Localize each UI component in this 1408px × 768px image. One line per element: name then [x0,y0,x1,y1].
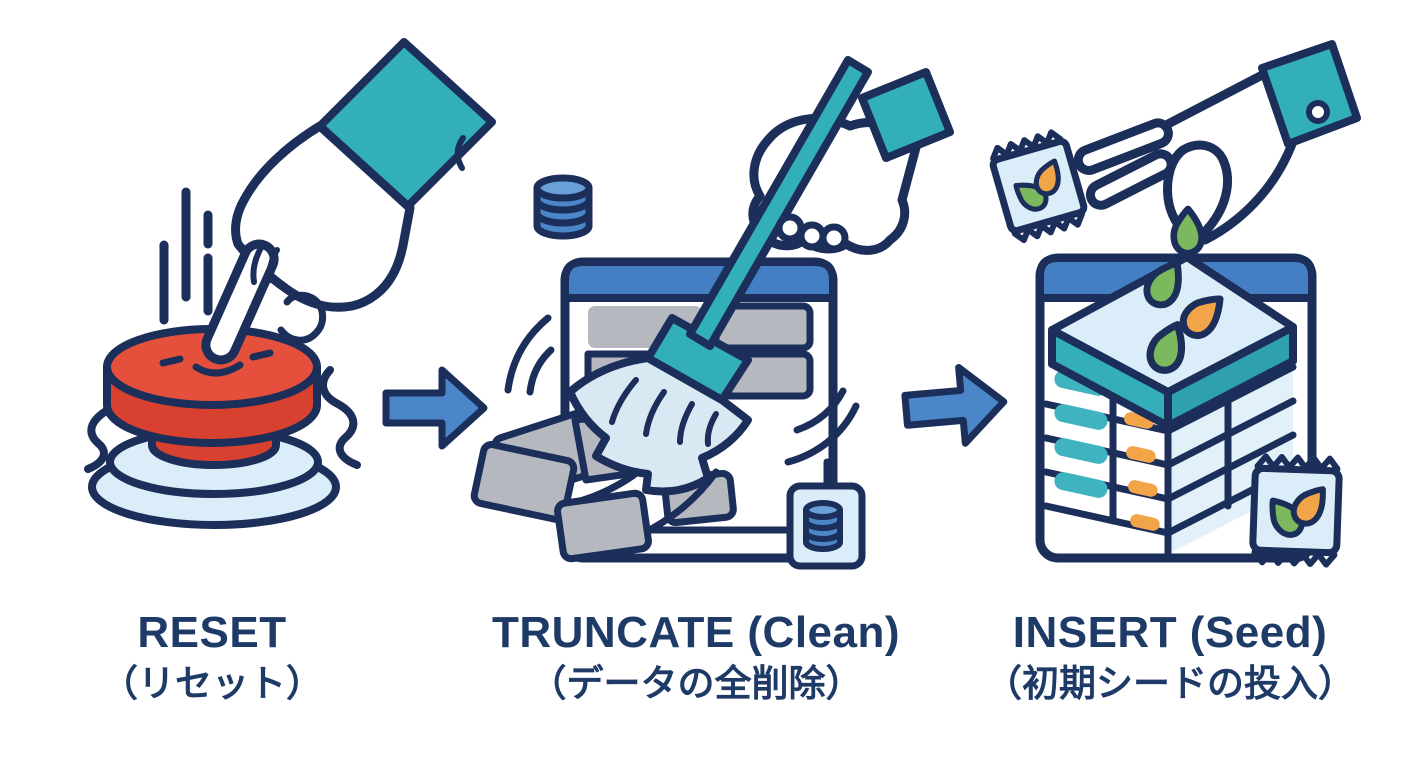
press-motion-lines-icon [159,187,213,325]
sowing-hand-icon [1073,40,1361,257]
isometric-table-stack [1042,253,1297,558]
broom-icon [566,314,752,496]
gripping-hand-icon [686,56,954,350]
cuff-button-icon [1306,100,1330,124]
sleeve [858,68,954,162]
seeds-on-table-icon [1143,259,1224,374]
broom-handle [686,56,872,350]
step-reset-illustration [84,38,496,529]
database-panel-icon [638,458,866,570]
emergency-button-icon [88,325,340,529]
broom-ferrule [644,314,752,404]
sleeve [1258,40,1361,148]
arrow-right-icon [901,364,1008,447]
falling-seed-icon [1170,205,1205,257]
seed-packet-icon [989,129,1088,244]
window-header [561,258,837,302]
seed-packet-icon [1249,453,1343,568]
arrow-right-icon [382,366,488,450]
step-truncate-illustration [454,56,954,570]
sleeve [316,38,496,210]
motion-arc [454,135,466,171]
pressing-hand-icon [201,38,496,365]
button-press-marks [159,349,274,377]
database-cylinder-icon [533,174,593,240]
step-insert-illustration [989,40,1361,568]
